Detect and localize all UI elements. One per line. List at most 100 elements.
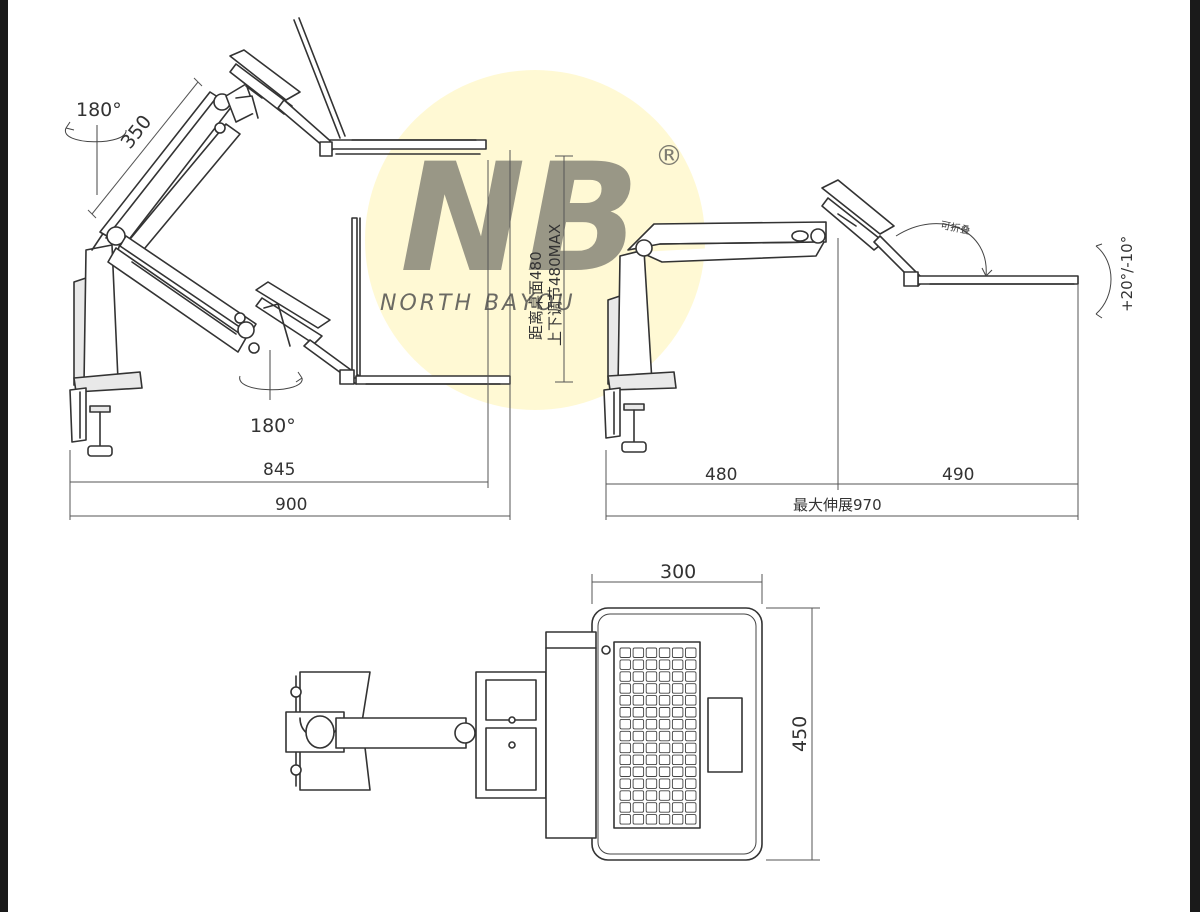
keyboard-key [658,707,671,718]
keyboard-key [632,790,645,801]
keyboard-key [632,659,645,670]
rotation-top-label: 180° [76,99,122,121]
keyboard-key [671,730,684,742]
keyboard-key [671,802,684,813]
keyboard-key [658,671,671,682]
keyboard-key [671,683,684,694]
keyboard-key [671,695,684,706]
keyboard-key [658,659,671,670]
keyboard-key [671,647,684,658]
keyboard-key [632,802,645,813]
keyboard-key [619,718,631,730]
side-view-right: 可折叠 +20°/-10° 480 490 最大伸展970 [603,179,1136,520]
desk-clamp-left [69,231,143,457]
keyboard-key [685,671,697,682]
reach-outer-label: 900 [275,495,307,515]
keyboard-tray-top [545,607,763,861]
keyboard-key [632,647,645,658]
keyboard-key [685,742,697,754]
keyboard-key [619,790,631,801]
keyboard-key [685,790,697,801]
keyboard-key [632,695,645,706]
keyboard-key [632,683,645,694]
keyboard-key [671,707,684,718]
keyboard-key [671,742,684,754]
keyboard-key [632,766,645,777]
keyboard-key [685,695,697,706]
arm-joint-top [454,722,476,744]
keyboard-key [632,754,645,766]
keyboard-keys [619,647,697,825]
keyboard-key [645,742,658,754]
keyboard-key [658,695,671,706]
max-extension-label: 最大伸展970 [793,496,882,514]
keyboard-key [671,754,684,766]
keyboard-key [658,814,671,825]
keyboard-key [619,802,631,813]
keyboard-key [645,778,658,789]
keyboard-key [645,766,658,777]
keyboard-key [658,742,671,754]
keyboard-key [671,778,684,789]
top-view: 300 450 [285,561,820,861]
keyboard-key [658,754,671,766]
tilt-arc [1095,245,1112,315]
segment-1-label: 480 [705,465,737,485]
keyboard-key [645,707,658,718]
keyboard-key [658,647,671,658]
fold-arc [895,223,987,277]
keyboard-key [685,647,697,658]
side-view-left: 180° 350 [65,17,573,520]
keyboard-key [685,659,697,670]
keyboard-key [685,814,697,825]
arm-bar-top [335,717,467,749]
watermark-logo: NB [400,132,640,306]
keyboard-key [619,754,631,766]
keyboard-key [685,754,697,766]
upper-arm-raised [99,83,259,255]
arm-length-label: 350 [117,111,157,153]
dim-350-line [91,81,199,215]
keyboard-key [632,730,645,742]
keyboard-key [645,754,658,766]
frame-right-edge [1190,0,1200,912]
keyboard-tray-tilted [821,179,1079,287]
keyboard-key [645,659,658,670]
keyboard-key [632,814,645,825]
keyboard-key [685,707,697,718]
keyboard-key [685,683,697,694]
tilt-label: +20°/-10° [1118,236,1136,312]
touchpad [707,697,743,773]
keyboard-key [671,766,684,777]
keyboard-key [632,707,645,718]
keyboard-key [685,766,697,777]
keyboard-key [632,742,645,754]
keyboard-key [619,778,631,789]
rotation-arrow-bottom [239,375,303,391]
keyboard-key [671,814,684,825]
width-label: 300 [660,561,696,583]
height-label-line1: 距离桌面480 [527,251,545,340]
keyboard-key [619,683,631,694]
keyboard-key [632,671,645,682]
keyboard-key [671,671,684,682]
keyboard-key [645,695,658,706]
keyboard-key [658,790,671,801]
keyboard-key [619,671,631,682]
keyboard-key [619,730,631,742]
keyboard-key [645,730,658,742]
keyboard-key [658,802,671,813]
keyboard-key [658,730,671,742]
depth-label: 450 [789,716,811,752]
keyboard-key [685,718,697,730]
keyboard-key [619,742,631,754]
reach-inner-label: 845 [263,460,295,480]
fold-label: 可折叠 [939,218,971,237]
frame-left-edge [0,0,8,912]
keyboard-key [645,814,658,825]
keyboard-key [645,790,658,801]
keyboard-key [619,659,631,670]
rotation-arrow-top [65,127,127,143]
height-label-line2: 上下调节480MAX [546,224,564,346]
